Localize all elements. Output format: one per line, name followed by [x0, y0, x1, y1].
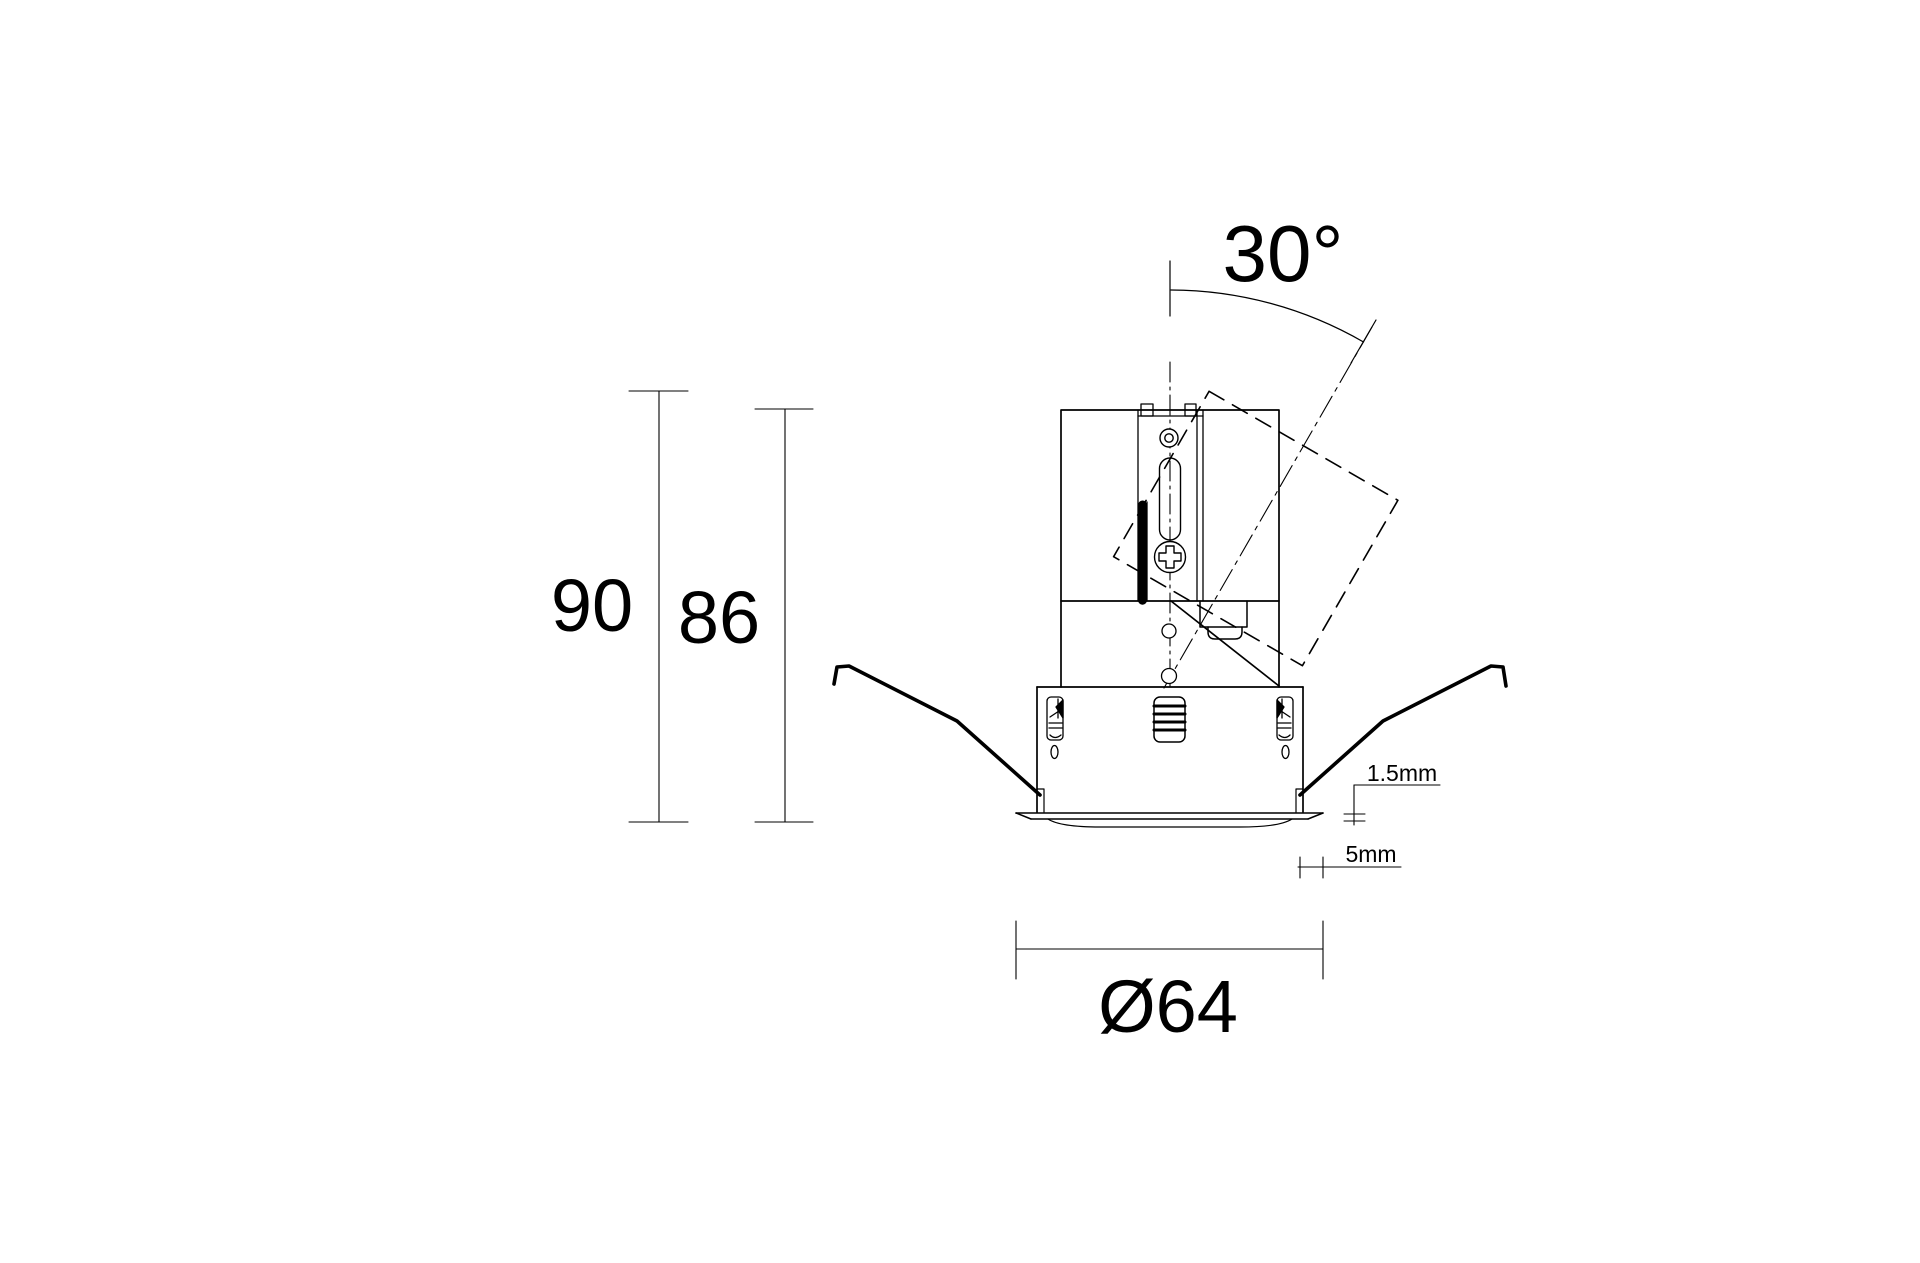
- label-height-body: 86: [678, 576, 760, 659]
- label-cutout-diameter: Ø64: [1098, 965, 1238, 1048]
- dim-diameter-64: [1015, 920, 1324, 980]
- dim-height-86: [754, 408, 814, 823]
- label-height-overall: 90: [551, 564, 633, 647]
- spring-arm-left: [832, 664, 1042, 797]
- dim-flange-1-5mm: [1343, 784, 1441, 826]
- spring-clip-right: [1276, 696, 1294, 760]
- trim-flange: [1015, 812, 1324, 828]
- dim-offset-5mm: [1297, 856, 1402, 879]
- label-tilt-angle: 30°: [1223, 209, 1344, 298]
- spring-clip-left: [1046, 696, 1064, 760]
- adjustment-slot: [1158, 457, 1182, 541]
- top-screw: [1159, 428, 1179, 448]
- housing-body: [1060, 409, 1280, 688]
- phillips-screw: [1153, 540, 1187, 574]
- label-flange-offset: 5mm: [1345, 841, 1396, 867]
- dim-height-90: [628, 390, 689, 823]
- ruler-scale: [1138, 500, 1148, 606]
- lamp-module: [1199, 600, 1248, 640]
- tilted-axis: [1163, 326, 1373, 689]
- hinge-circles: [1160, 623, 1178, 685]
- label-flange-thickness: 1.5mm: [1367, 760, 1437, 786]
- tilted-body-dashed: [1112, 390, 1399, 667]
- spring-arm-right: [1298, 664, 1508, 797]
- cable-clamp: [1152, 696, 1187, 743]
